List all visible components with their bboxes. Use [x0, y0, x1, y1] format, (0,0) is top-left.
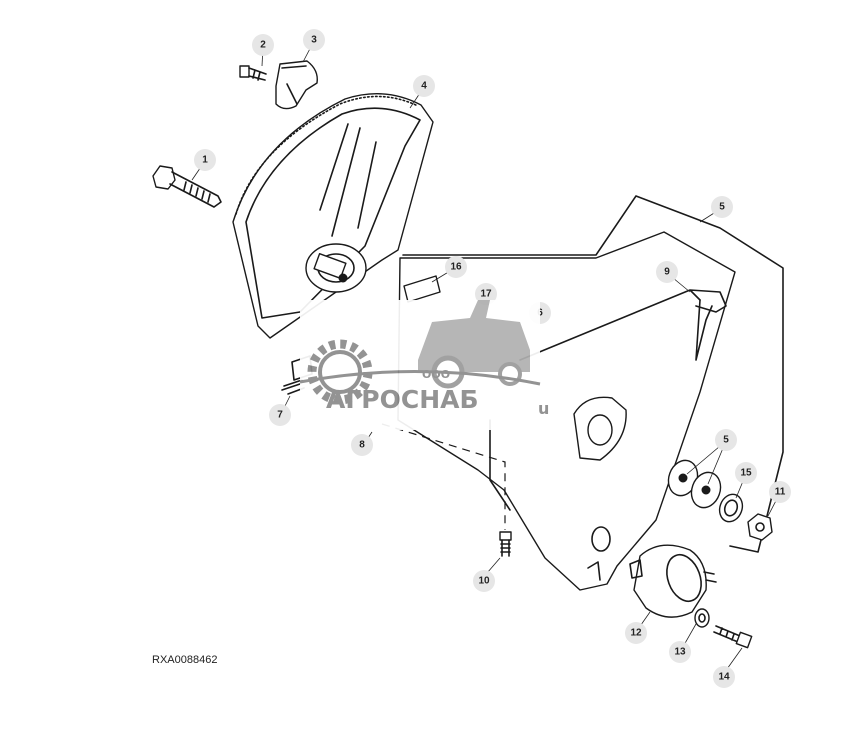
- callout-13: 13: [669, 641, 691, 663]
- callout-1: 1: [194, 149, 216, 171]
- callout-9: 9: [656, 261, 678, 283]
- bolt-part-2: [239, 65, 267, 81]
- washer-part-13: [694, 608, 710, 628]
- callout-12: 12: [625, 622, 647, 644]
- spring-part-7: [281, 355, 313, 395]
- svg-text:7: 7: [277, 410, 283, 421]
- callout-5-washers: 5: [715, 429, 737, 451]
- svg-text:12: 12: [630, 628, 642, 639]
- svg-text:2: 2: [260, 40, 266, 51]
- callout-16: 16: [445, 256, 467, 278]
- svg-text:8: 8: [359, 440, 365, 451]
- knob-part-3: [275, 60, 318, 110]
- bolt-part-1: [152, 165, 222, 208]
- svg-text:5: 5: [723, 435, 729, 446]
- nut-part-11: [747, 513, 773, 541]
- svg-text:1: 1: [202, 155, 208, 166]
- svg-text:10: 10: [478, 576, 490, 587]
- watermark: ООО АГРОСНАБ u: [299, 300, 549, 430]
- callout-15: 15: [735, 462, 757, 484]
- callout-3: 3: [303, 29, 325, 51]
- callout-8: 8: [351, 434, 373, 456]
- screw-part-10: [499, 531, 512, 557]
- watermark-name: АГРОСНАБ: [326, 385, 479, 414]
- screw-part-14: [713, 625, 753, 649]
- callout-14: 14: [713, 666, 735, 688]
- callout-11: 11: [769, 481, 791, 503]
- svg-text:16: 16: [450, 262, 462, 273]
- svg-text:14: 14: [718, 672, 730, 683]
- figure-reference-code: RXA0088462: [152, 654, 218, 666]
- washers-part-5: [667, 459, 722, 509]
- bushing-part-15: [718, 493, 744, 523]
- svg-text:17: 17: [480, 289, 492, 300]
- svg-text:13: 13: [674, 647, 686, 658]
- callout-17: 17: [475, 283, 497, 305]
- svg-text:15: 15: [740, 468, 752, 479]
- svg-text:5: 5: [719, 202, 725, 213]
- assembly-line: [381, 423, 506, 530]
- sector-plate-part-4: [232, 93, 434, 339]
- watermark-prefix: ООО: [422, 368, 450, 381]
- callout-4: 4: [413, 75, 435, 97]
- callout-7: 7: [269, 404, 291, 426]
- callout-10: 10: [473, 570, 495, 592]
- svg-text:4: 4: [421, 81, 427, 92]
- svg-text:6: 6: [537, 308, 543, 319]
- shaft-part-16: [403, 275, 441, 303]
- callout-5-bracket: 5: [711, 196, 733, 218]
- svg-text:9: 9: [664, 267, 670, 278]
- svg-text:11: 11: [775, 487, 786, 498]
- callout-2: 2: [252, 34, 274, 56]
- svg-text:3: 3: [311, 35, 317, 46]
- potentiometer-part-12: [629, 544, 717, 618]
- watermark-suffix: u: [538, 399, 549, 418]
